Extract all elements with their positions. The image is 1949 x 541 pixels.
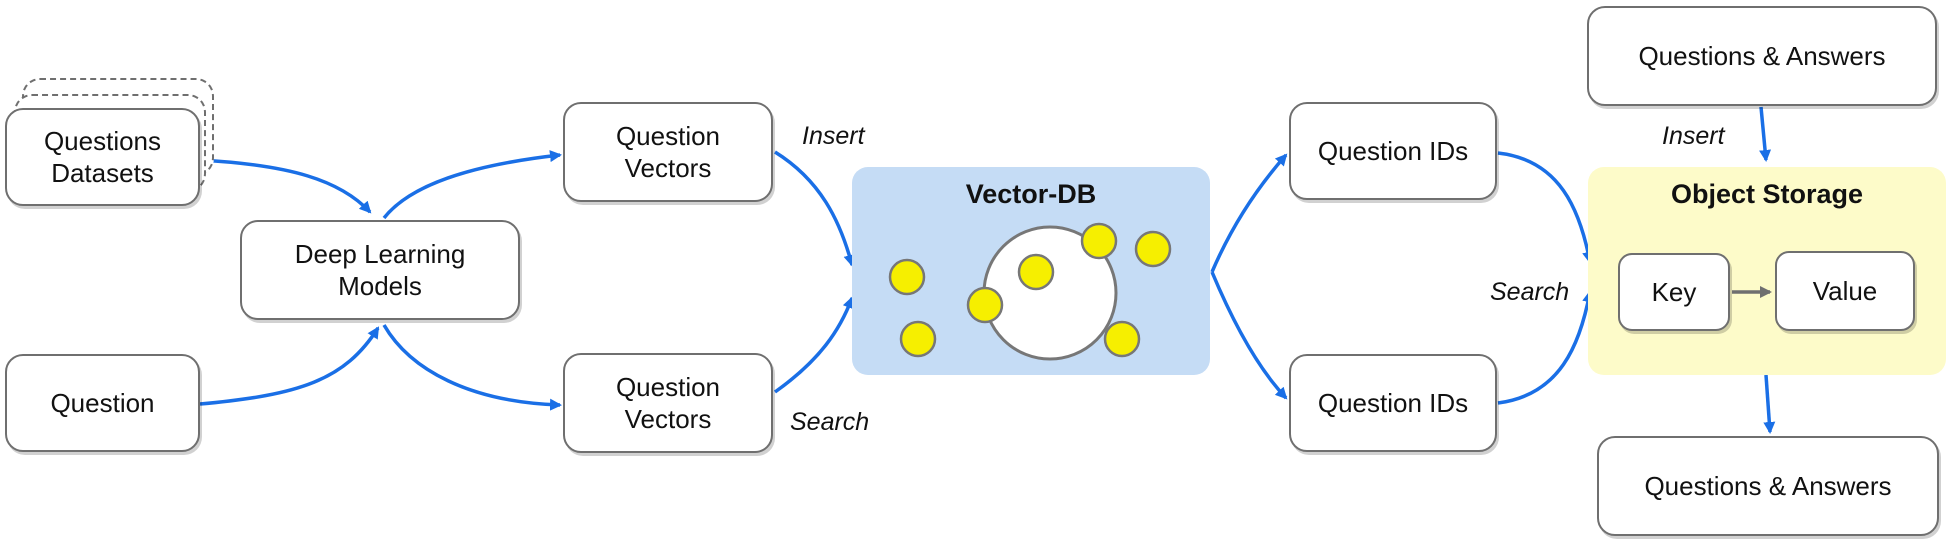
object-storage-panel: Object Storage Key Value	[1588, 167, 1946, 375]
arrow-vectordb-to-ids-bottom	[1210, 271, 1288, 400]
question-vectors-bottom-label: Question Vectors	[615, 372, 721, 434]
vector-point	[966, 286, 1004, 324]
questions-datasets-node: Questions Datasets	[5, 108, 200, 206]
arrow-storage-to-qa-bottom	[1763, 374, 1776, 434]
arrow-datasets-to-models	[199, 158, 372, 214]
question-ids-bottom-label: Question IDs	[1317, 388, 1469, 418]
arrow-vectors-top-to-vectordb	[774, 150, 856, 267]
arrow-vectordb-to-ids-top	[1210, 153, 1288, 273]
deep-learning-models-node: Deep Learning Models	[240, 220, 520, 320]
deep-learning-models-label: Deep Learning Models	[294, 239, 466, 301]
insert-vectors-label: Insert	[802, 122, 865, 150]
key-label: Key	[1651, 277, 1697, 307]
question-ids-top-label: Question IDs	[1317, 136, 1469, 166]
arrow-qa-top-to-storage	[1759, 106, 1772, 162]
vector-point	[888, 258, 926, 296]
vector-point	[1080, 222, 1118, 260]
questions-answers-bottom-node: Questions & Answers	[1597, 436, 1939, 536]
arrow-vectors-bottom-to-vectordb	[773, 296, 855, 394]
vector-db-title: Vector-DB	[965, 179, 1097, 209]
vector-db-panel: Vector-DB	[852, 167, 1210, 375]
arrow-models-to-vectors-top	[382, 150, 562, 220]
key-to-value-connector	[1732, 286, 1772, 298]
arrow-question-to-models	[199, 326, 380, 406]
question-vectors-bottom-node: Question Vectors	[563, 353, 773, 453]
search-storage-label: Search	[1490, 278, 1570, 306]
question-vectors-top-node: Question Vectors	[563, 102, 773, 202]
vector-point	[1103, 320, 1141, 358]
insert-storage-label: Insert	[1662, 122, 1725, 150]
question-ids-top-node: Question IDs	[1289, 102, 1497, 200]
questions-answers-bottom-label: Questions & Answers	[1644, 471, 1892, 501]
questions-datasets-label: Questions Datasets	[43, 126, 162, 188]
object-storage-title: Object Storage	[1670, 179, 1864, 209]
vector-point	[1017, 253, 1055, 291]
arrow-ids-top-to-storage	[1497, 151, 1595, 264]
question-label: Question	[50, 388, 155, 418]
question-vectors-top-label: Question Vectors	[615, 121, 721, 183]
vector-point	[1134, 230, 1172, 268]
value-node: Value	[1775, 251, 1915, 331]
vector-point	[899, 320, 937, 358]
question-ids-bottom-node: Question IDs	[1289, 354, 1497, 452]
question-node: Question	[5, 354, 200, 452]
key-node: Key	[1618, 253, 1730, 331]
questions-answers-top-label: Questions & Answers	[1638, 41, 1886, 71]
vector-db-contents	[888, 222, 1172, 361]
search-vectors-label: Search	[790, 408, 870, 436]
arrow-models-to-vectors-bottom	[382, 324, 562, 411]
arrow-ids-bottom-to-storage	[1497, 290, 1595, 405]
value-label: Value	[1812, 276, 1878, 306]
questions-answers-top-node: Questions & Answers	[1587, 6, 1937, 106]
